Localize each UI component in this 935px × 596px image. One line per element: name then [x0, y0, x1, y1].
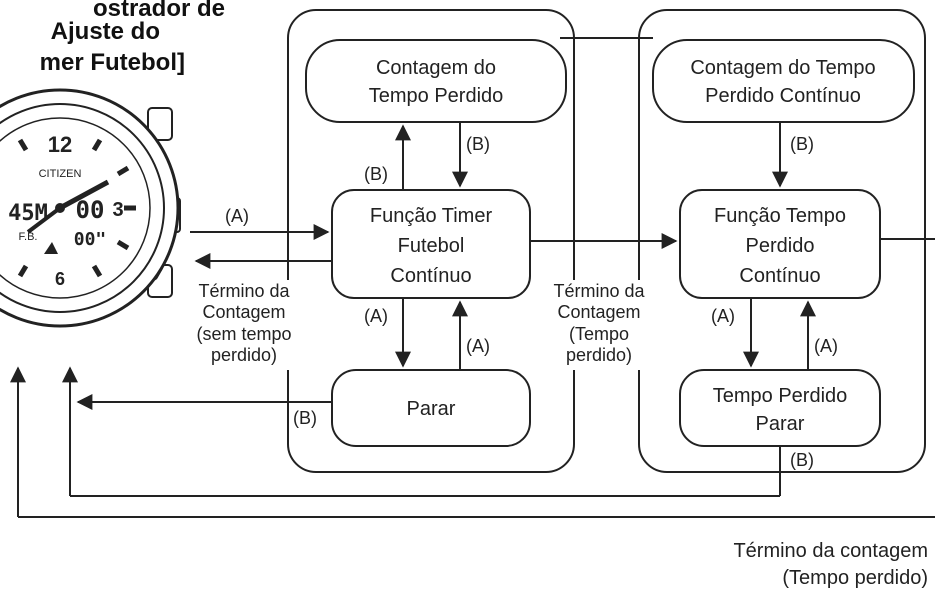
node-contagem-perdido: Contagem do Tempo Perdido — [305, 39, 567, 123]
watch-lug-top — [147, 107, 173, 141]
watch-display-right-bottom: 00" — [74, 229, 107, 250]
watch-illustration: 12 CITIZEN 3 6 45M 00 00" F.B. — [0, 88, 181, 328]
label-termino-sem-line-3: (sem tempo — [196, 324, 291, 344]
node-contagem-continuo-line-1: Contagem do Tempo — [690, 57, 875, 79]
label-a-tempo-parar: (A) — [711, 306, 735, 326]
label-termino-sem-line-1: Término da — [198, 281, 290, 301]
title-line-3: mer Futebol] — [40, 49, 185, 76]
watch-display-right-top: 00 — [76, 196, 105, 224]
label-termino-sem: Término da Contagem (sem tempo perdido) — [185, 280, 303, 370]
node-funcao-tempo-line-3: Contínuo — [739, 265, 820, 287]
node-funcao-tempo: Função Tempo Perdido Contínuo — [679, 189, 881, 299]
watch-sublabel: F.B. — [19, 231, 38, 243]
watch-minute-hand — [26, 206, 62, 234]
label-termino-tempo-line-1: Término da — [553, 281, 645, 301]
title-line-1: ostrador de — [93, 0, 225, 22]
watch-digit-6: 6 — [55, 269, 65, 289]
label-termino-bottom-line-2: (Tempo perdido) — [782, 567, 928, 589]
label-a-parar-timer: (A) — [466, 336, 490, 356]
label-b-timer-contagem: (B) — [364, 164, 388, 184]
node-funcao-tempo-line-1: Função Tempo — [714, 205, 846, 227]
label-b-continuo-tempo: (B) — [790, 134, 814, 154]
label-termino-tempo-line-2: Contagem — [557, 302, 640, 322]
node-funcao-timer-line-2: Futebol — [398, 235, 465, 257]
label-b-parar-watch: (B) — [293, 408, 317, 428]
label-termino-bottom-line-1: Término da contagem — [733, 540, 928, 562]
watch-brand: CITIZEN — [39, 168, 82, 180]
node-parar: Parar — [331, 369, 531, 447]
label-a-timer-parar: (A) — [364, 306, 388, 326]
watch-digit-12: 12 — [48, 132, 72, 157]
node-funcao-timer-line-1: Função Timer — [370, 205, 493, 227]
diagram-title: ostrador de Ajuste do mer Futebol] — [40, 0, 225, 76]
label-a-parar-tempo: (A) — [814, 336, 838, 356]
node-contagem-continuo-line-2: Perdido Contínuo — [705, 85, 861, 107]
node-contagem-perdido-line-1: Contagem do — [376, 57, 496, 79]
label-termino-sem-line-2: Contagem — [202, 302, 285, 322]
label-termino-sem-line-4: perdido) — [211, 345, 277, 365]
node-tempo-parar-line-1: Tempo Perdido — [713, 385, 848, 407]
watch-digit-3: 3 — [112, 199, 123, 221]
label-termino-tempo-line-4: perdido) — [566, 345, 632, 365]
label-b-tempo-parar-out: (B) — [790, 450, 814, 470]
label-termino-tempo: Término da Contagem (Tempo perdido) — [548, 280, 654, 370]
label-a-watch-timer: (A) — [225, 206, 249, 226]
node-contagem-perdido-line-2: Tempo Perdido — [369, 85, 504, 107]
node-tempo-parar-line-2: Parar — [756, 413, 805, 435]
node-funcao-timer-line-3: Contínuo — [390, 265, 471, 287]
watch-hour-hand — [58, 179, 110, 211]
node-tempo-parar: Tempo Perdido Parar — [679, 369, 881, 447]
title-line-2: Ajuste do — [51, 18, 160, 45]
label-b-contagem-timer: (B) — [466, 134, 490, 154]
label-termino-tempo-line-3: (Tempo — [569, 324, 629, 344]
node-contagem-continuo: Contagem do Tempo Perdido Contínuo — [652, 39, 915, 123]
watch-marker-icon — [44, 242, 58, 254]
watch-dial — [0, 117, 151, 299]
node-funcao-tempo-line-2: Perdido — [746, 235, 815, 257]
node-parar-label: Parar — [407, 398, 456, 420]
node-funcao-timer: Função Timer Futebol Contínuo — [331, 189, 531, 299]
